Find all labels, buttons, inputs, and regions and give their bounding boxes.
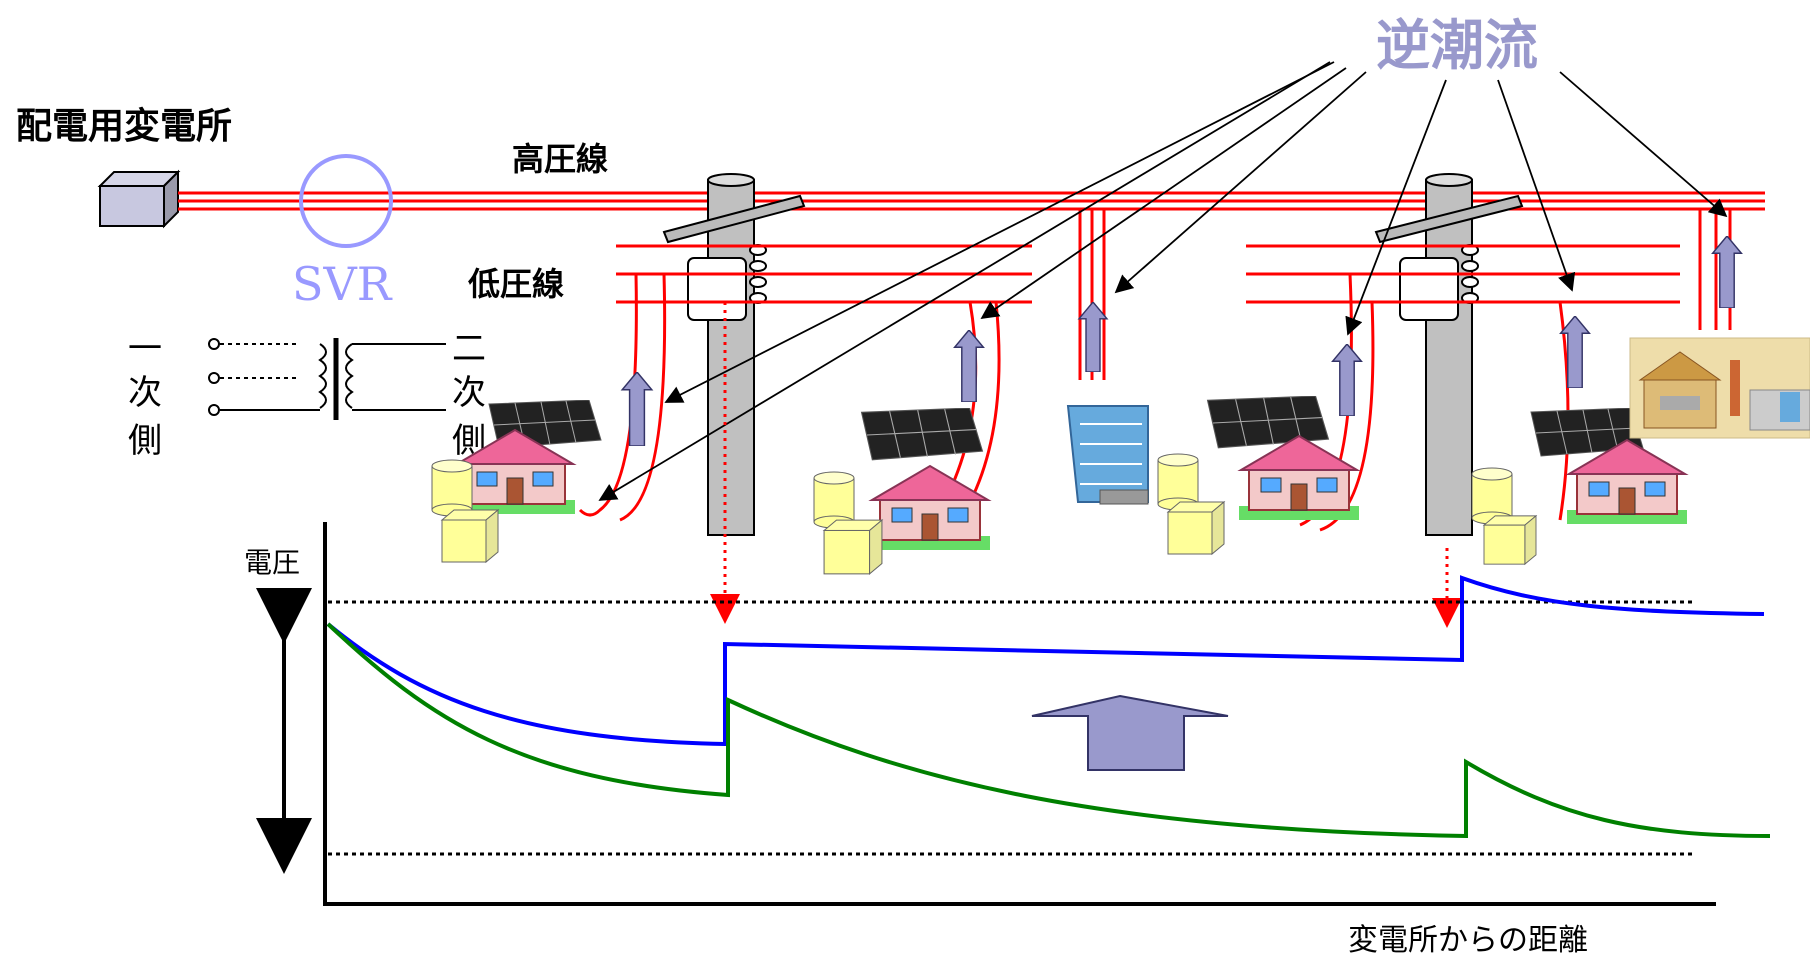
voltage-rise-up-arrow [1031,694,1229,771]
high-voltage-line-label: 高圧線 [512,140,608,178]
svg-text:二: 二 [452,329,486,369]
substation-icon [97,169,181,229]
svg-text:一: 一 [128,329,162,369]
svg-text:次: 次 [128,373,162,413]
reverse-flow-label: 逆潮流 [1376,14,1538,77]
voltage-curve-green [326,622,1771,839]
voltage-chart: 電圧 変電所からの距離 [244,522,1771,958]
high-voltage-line [178,191,1765,211]
primary-side-label: 一 次 側 [128,329,162,461]
secondary-side-label: 二 次 側 [452,329,486,461]
low-voltage-line-label: 低圧線 [468,265,564,303]
svg-text:次: 次 [452,373,486,413]
svg-text:側: 側 [128,421,162,461]
utility-pole-right [1374,173,1524,536]
svr-label: SVR [292,257,393,311]
chart-y-label: 電圧 [244,546,300,579]
low-voltage-line-left [616,244,1032,304]
office-building [1066,405,1225,555]
chart-x-label: 変電所からの距離 [1348,923,1588,958]
house-2 [813,408,991,575]
transformer-icon [208,338,446,420]
svr-icon [299,154,393,248]
low-voltage-line-right [1246,244,1680,304]
utility-pole-left [662,173,806,536]
substation-label: 配電用変電所 [16,105,232,147]
house-3 [1206,396,1361,522]
reverse-flow-callouts [598,61,1728,501]
factory [1629,337,1810,439]
voltage-curve-blue [326,575,1765,747]
